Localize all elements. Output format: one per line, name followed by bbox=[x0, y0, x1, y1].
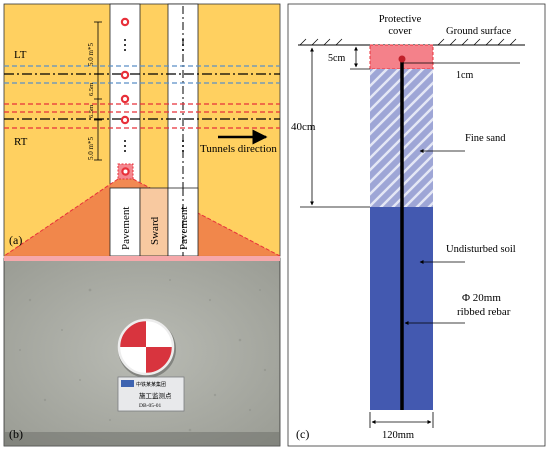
zoom-fan-edge-left bbox=[3, 178, 119, 257]
photo-bottom-strip bbox=[4, 432, 280, 446]
spacing-label-mid1: 6.5m bbox=[88, 83, 95, 96]
concrete-texture bbox=[19, 279, 267, 432]
monitoring-point bbox=[120, 115, 130, 125]
lt-label: LT bbox=[14, 49, 27, 61]
protective-cover-label-line1: Protective bbox=[379, 14, 422, 25]
ellipsis-dots bbox=[124, 39, 184, 152]
panel-c-label: (c) bbox=[296, 427, 309, 441]
panel-c: 5cm 1cm 40cm Protective cover Ground sur… bbox=[287, 3, 546, 447]
pavement-right-label: Pavement bbox=[178, 207, 190, 250]
tunnels-direction-label: Tunnels direction bbox=[200, 143, 277, 155]
spacing-label-top: 5.0 m*5 bbox=[87, 43, 95, 66]
sward-lower bbox=[139, 187, 169, 257]
width-label: 120mm bbox=[382, 430, 414, 441]
protective-cover-label-line2: cover bbox=[388, 26, 412, 37]
sign-line-1: 中铁某某集团 bbox=[136, 381, 166, 388]
undisturbed-soil-label: Undisturbed soil bbox=[446, 244, 516, 255]
rebar-head bbox=[398, 55, 406, 63]
dim-5cm-label: 5cm bbox=[328, 53, 345, 64]
fine-sand-label: Fine sand bbox=[465, 133, 506, 144]
rt-label: RT bbox=[14, 136, 28, 148]
pink-strip bbox=[4, 256, 280, 261]
ground-surface-label: Ground surface bbox=[446, 26, 511, 37]
monitoring-point bbox=[120, 70, 130, 80]
monitoring-point bbox=[120, 17, 130, 27]
panel-b-label: (b) bbox=[9, 427, 23, 441]
sward-label: Sward bbox=[149, 216, 161, 245]
survey-marker-disc bbox=[117, 318, 176, 378]
rebar-label-line1: Φ 20mm bbox=[462, 292, 501, 304]
spacing-label-bottom: 5.0 m*5 bbox=[87, 137, 95, 160]
panel-b: 中铁某某集团 施工监测点 DB-05-01 (b) bbox=[3, 256, 281, 447]
panel-a: LT RT bbox=[3, 3, 281, 257]
panel-a-label: (a) bbox=[9, 233, 22, 247]
dim-40cm-label: 40cm bbox=[291, 121, 316, 133]
highlighted-point-front-centre bbox=[123, 169, 128, 174]
pavement-left-label: Pavement bbox=[120, 207, 132, 250]
sign-line-2: 施工监测点 bbox=[139, 391, 172, 400]
spacing-dimension-ticks bbox=[94, 21, 102, 161]
spacing-label-mid2: 6.5m bbox=[88, 105, 95, 118]
rebar-label-line2: ribbed rebar bbox=[457, 306, 511, 318]
monitoring-sign: 中铁某某集团 施工监测点 DB-05-01 bbox=[117, 376, 185, 412]
dim-1cm-label: 1cm bbox=[456, 70, 473, 81]
ground-hatch bbox=[299, 38, 517, 46]
monitoring-point bbox=[120, 94, 130, 104]
sign-line-3: DB-05-01 bbox=[139, 403, 162, 409]
